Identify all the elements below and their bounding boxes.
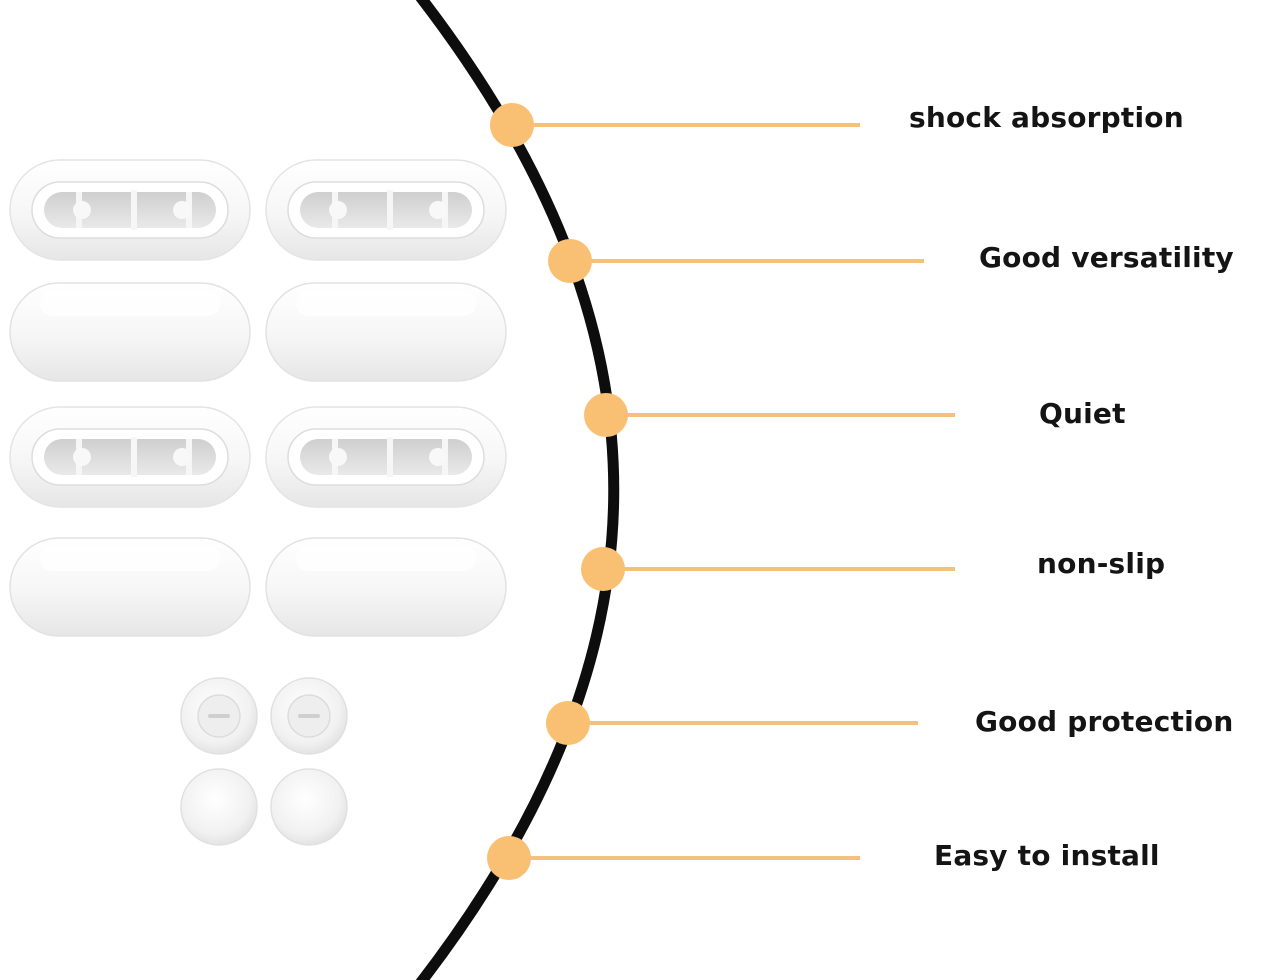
pad-solid-1: [9, 282, 251, 382]
connector-dot-good-protection: [546, 701, 590, 745]
pad-solid-4: [265, 537, 507, 637]
plug-slotted-1: [180, 677, 258, 755]
plug-dome-1: [180, 768, 258, 846]
feature-label-non-slip: non-slip: [1037, 547, 1166, 580]
connector-dot-shock-absorption: [490, 103, 534, 147]
feature-label-shock-absorption: shock absorption: [909, 101, 1184, 134]
pad-slotted-4: [265, 406, 507, 508]
connectors: [509, 123, 955, 860]
feature-label-quiet: Quiet: [1039, 397, 1126, 430]
feature-label-good-versatility: Good versatility: [979, 241, 1234, 274]
connector-dot-quiet: [584, 393, 628, 437]
pad-solid-3: [9, 537, 251, 637]
pad-slotted-1: [9, 159, 251, 261]
pad-solid-2: [265, 282, 507, 382]
connector-dot-easy-to-install: [487, 836, 531, 880]
pad-slotted-3: [9, 406, 251, 508]
connector-dot-non-slip: [581, 547, 625, 591]
feature-label-good-protection: Good protection: [975, 705, 1234, 738]
pad-slotted-2: [265, 159, 507, 261]
feature-label-easy-to-install: Easy to install: [934, 839, 1160, 872]
connector-dot-good-versatility: [548, 239, 592, 283]
connector-dots: [487, 103, 628, 880]
plug-slotted-2: [270, 677, 348, 755]
plug-dome-2: [270, 768, 348, 846]
